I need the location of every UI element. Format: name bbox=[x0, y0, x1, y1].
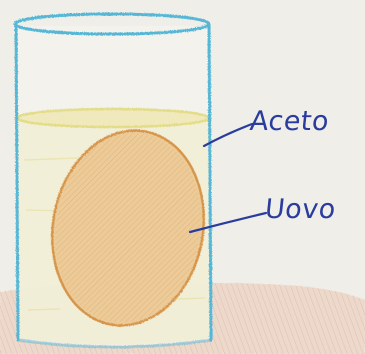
egg-label: Uovo bbox=[264, 196, 338, 223]
vinegar-label: Aceto bbox=[249, 108, 331, 135]
vinegar-surface bbox=[17, 109, 209, 127]
